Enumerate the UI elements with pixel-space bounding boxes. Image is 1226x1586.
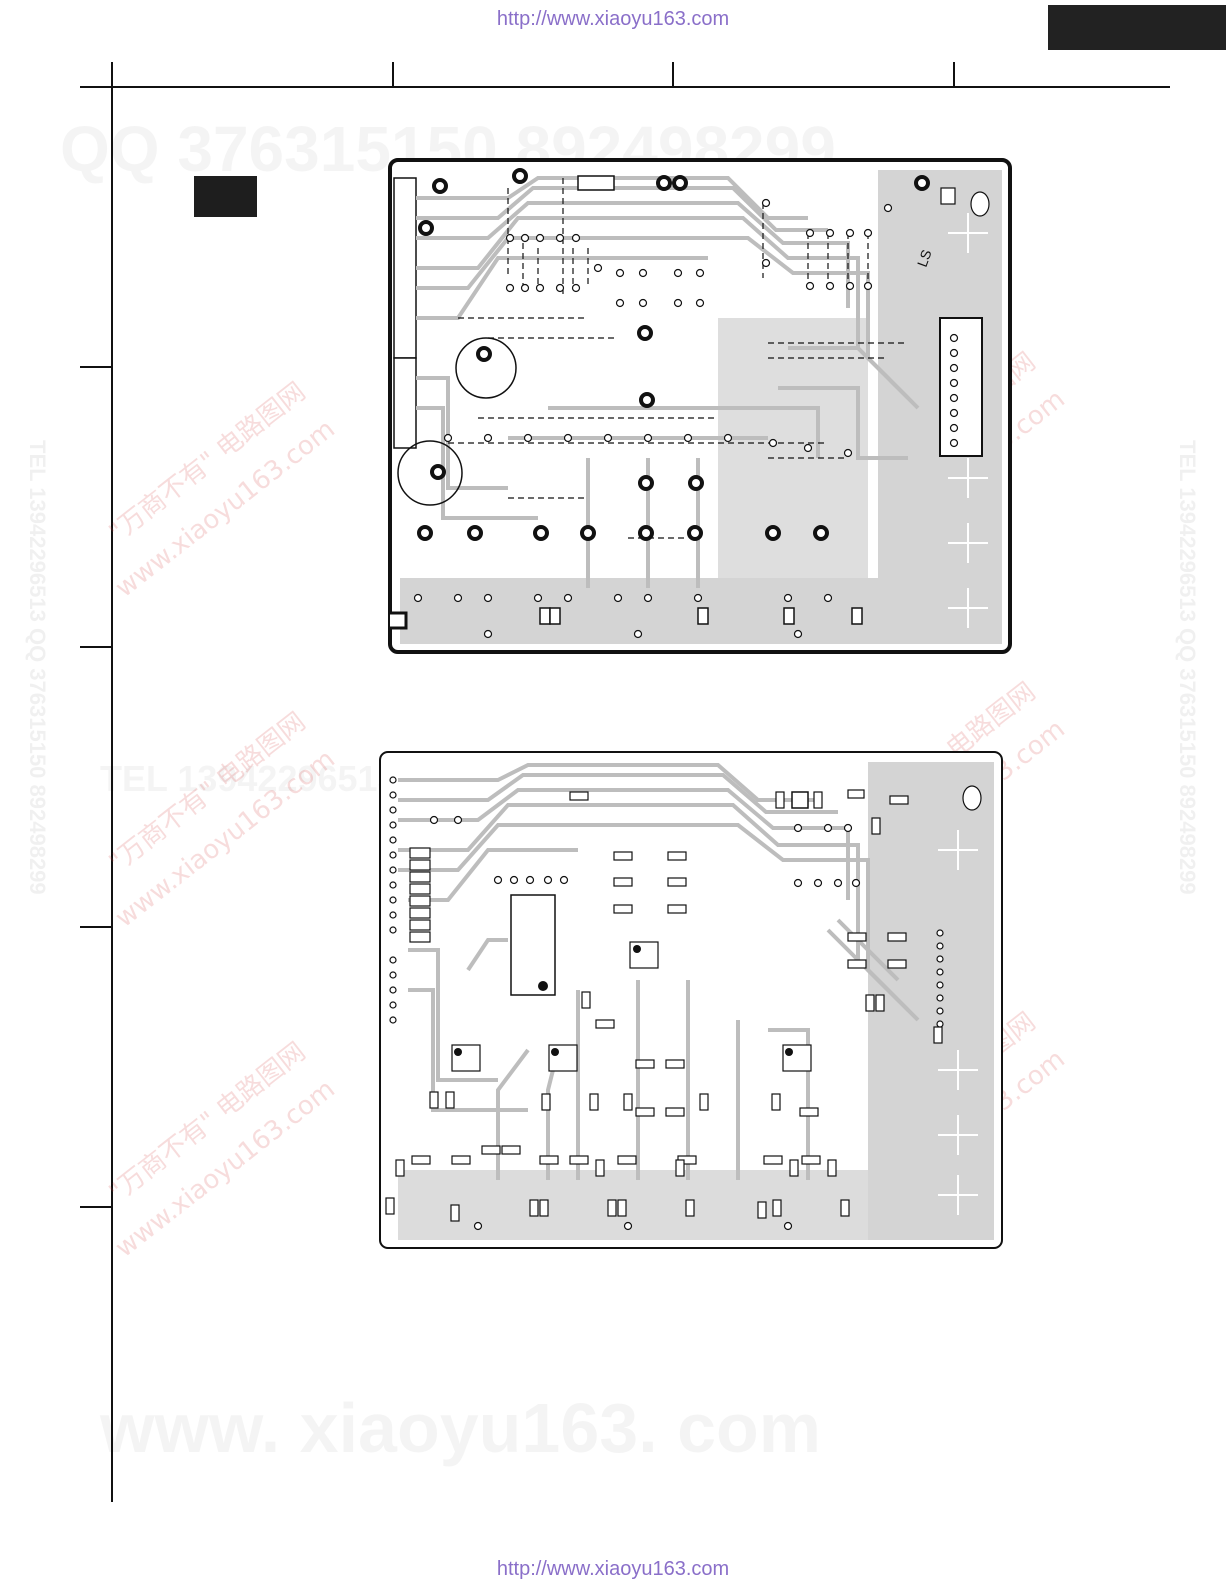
grid-tick-2 xyxy=(672,62,674,88)
top-rule xyxy=(80,86,1170,88)
grid-tick-3 xyxy=(953,62,955,88)
watermark-side-right: TEL 13942296513 QQ 376315150 892498299 xyxy=(1175,440,1200,895)
left-rule xyxy=(111,62,113,1502)
pcb-top-board: LS xyxy=(388,158,1012,654)
grid-tick-1 xyxy=(392,62,394,88)
watermark-side-left: TEL 13942296513 QQ 376315150 892498299 xyxy=(25,440,50,895)
section-label-box xyxy=(194,176,257,217)
grid-tick-b xyxy=(80,646,112,648)
grid-tick-a xyxy=(80,366,112,368)
watermark-site-big: www. xiaoyu163. com xyxy=(100,1388,821,1468)
grid-tick-d xyxy=(80,1206,112,1208)
pcb-bottom-board xyxy=(379,751,1003,1249)
footer-url[interactable]: http://www.xiaoyu163.com xyxy=(496,1558,730,1580)
grid-tick-c xyxy=(80,926,112,928)
page-tab-block xyxy=(1048,5,1226,50)
header-url[interactable]: http://www.xiaoyu163.com xyxy=(496,8,730,30)
board-marking: LS xyxy=(914,247,935,269)
